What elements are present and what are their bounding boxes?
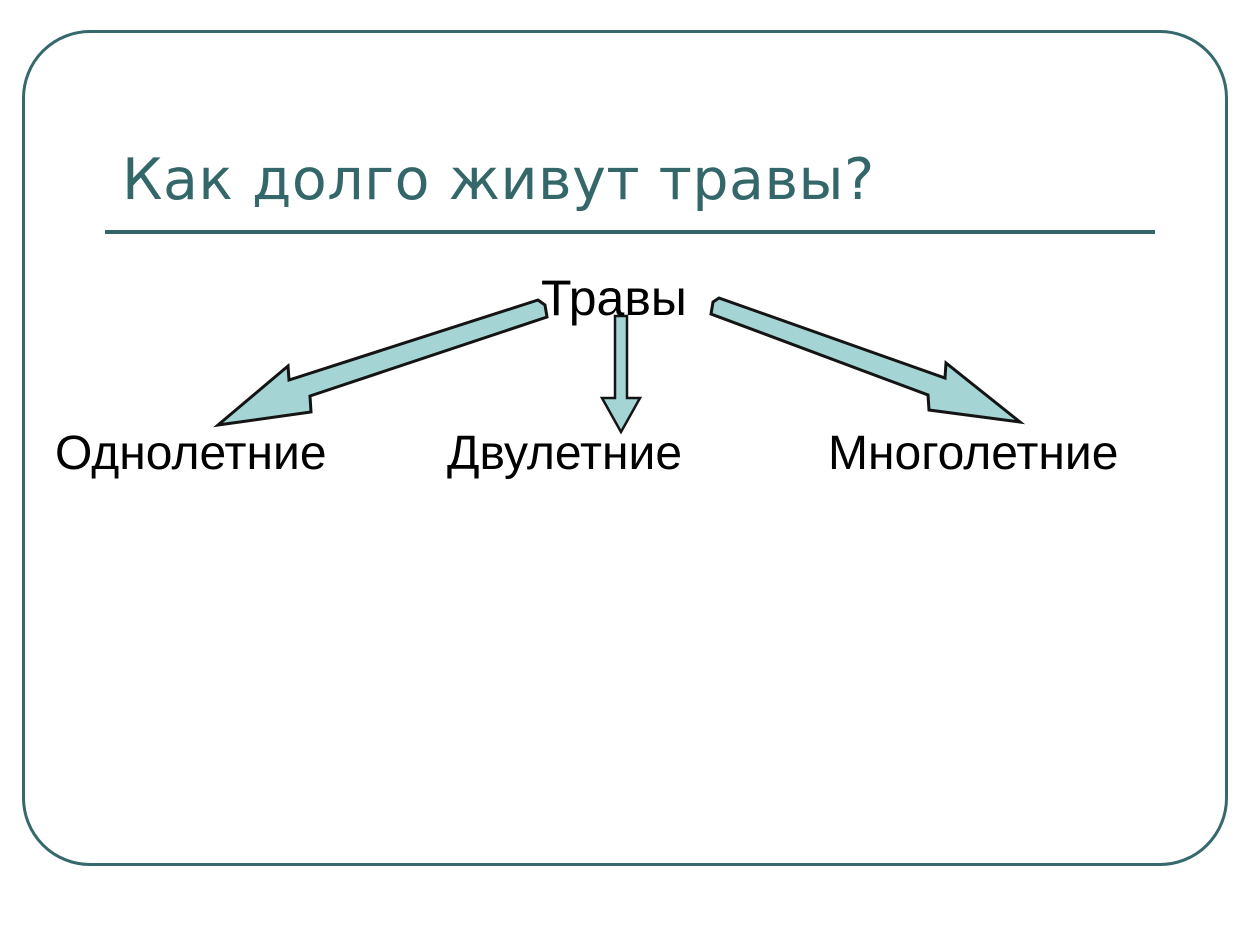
diagram-node-perennial: Многолетние — [828, 427, 1119, 480]
arrow-to-biennial-icon — [599, 314, 643, 435]
page-title: Как долго живут травы? — [122, 147, 875, 213]
diagram-node-root: Травы — [541, 270, 687, 326]
slide-frame-border — [22, 30, 1228, 866]
title-underline — [105, 230, 1155, 234]
diagram-node-biennial: Двулетние — [447, 427, 683, 480]
diagram-node-annual: Однолетние — [55, 427, 327, 480]
arrow-to-perennial-icon — [709, 296, 1026, 425]
arrow-to-annual-icon — [213, 298, 549, 428]
